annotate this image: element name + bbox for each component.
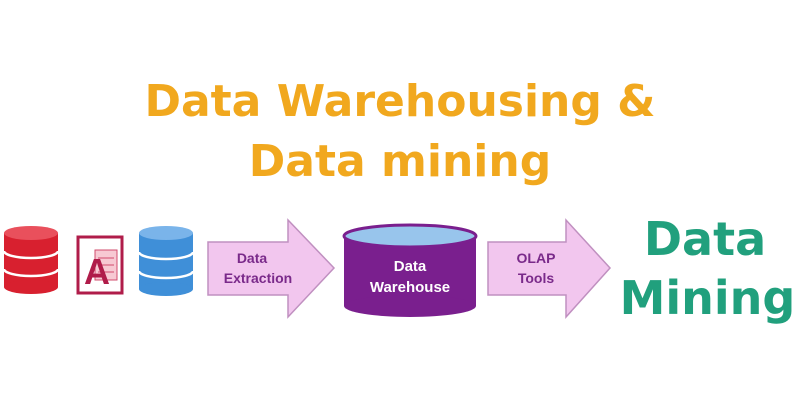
title-line-1: Data Warehousing & bbox=[144, 76, 656, 127]
data-mining-label-line-2: Mining bbox=[619, 271, 796, 325]
blue-database-icon bbox=[137, 226, 195, 296]
olap-tools-arrow: OLAP Tools bbox=[487, 218, 612, 319]
data-mining-label-line-1: Data bbox=[643, 212, 767, 266]
red-database-icon bbox=[2, 226, 60, 294]
data-warehouse-cylinder: Data Warehouse bbox=[342, 223, 478, 317]
extraction-label-line-2: Extraction bbox=[224, 270, 292, 286]
warehouse-label-line-1: Data bbox=[394, 258, 427, 275]
data-extraction-arrow: Data Extraction bbox=[207, 218, 336, 319]
access-letter: A bbox=[84, 251, 110, 292]
warehouse-label-line-2: Warehouse bbox=[370, 279, 450, 296]
extraction-label-line-1: Data bbox=[237, 250, 268, 266]
title-line-2: Data mining bbox=[248, 136, 552, 187]
olap-label-line-1: OLAP bbox=[517, 250, 556, 266]
olap-label-line-2: Tools bbox=[518, 270, 555, 286]
access-file-icon: A bbox=[76, 235, 124, 295]
